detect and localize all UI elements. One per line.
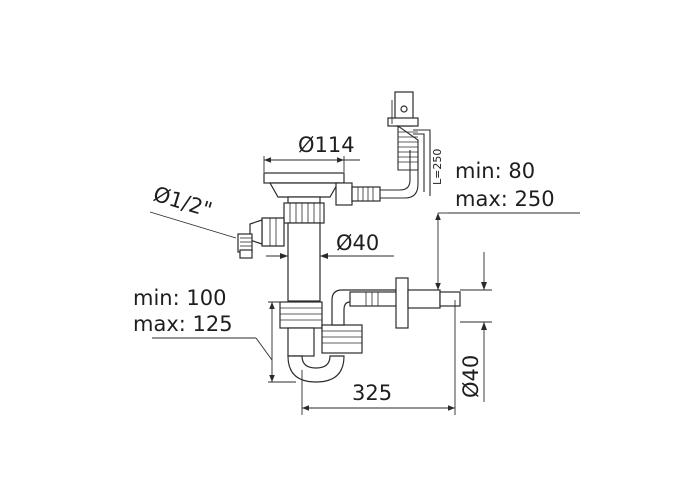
length-250-label: L=250: [431, 149, 444, 185]
min-80-label: min: 80: [455, 159, 535, 183]
dim-40-right-label: Ø40: [459, 355, 483, 398]
dim-325: [301, 300, 456, 415]
dim-40-right: [460, 252, 492, 402]
dim-80-250: [435, 212, 580, 290]
overflow-connection: [335, 150, 419, 206]
outlet-pipe: [349, 277, 461, 329]
dim-40-upper-label: Ø40: [336, 231, 379, 255]
overflow-head: [387, 91, 431, 196]
vertical-tube: [287, 222, 321, 302]
dim-1-2-label: Ø1/2": [151, 182, 215, 222]
dim-114: [263, 156, 360, 172]
dim-100-125: [152, 301, 296, 383]
dim-1-2: [149, 211, 237, 239]
dim-114-label: Ø114: [298, 133, 355, 157]
max-125-label: max: 125: [133, 312, 233, 336]
min-100-label: min: 100: [133, 286, 226, 310]
bottle-trap: [279, 289, 397, 383]
sink-strainer: [263, 172, 345, 224]
appliance-inlet: [237, 217, 285, 259]
dim-325-label: 325: [352, 381, 392, 405]
dim-40-upper: [266, 253, 394, 259]
max-250-label: max: 250: [455, 187, 555, 211]
